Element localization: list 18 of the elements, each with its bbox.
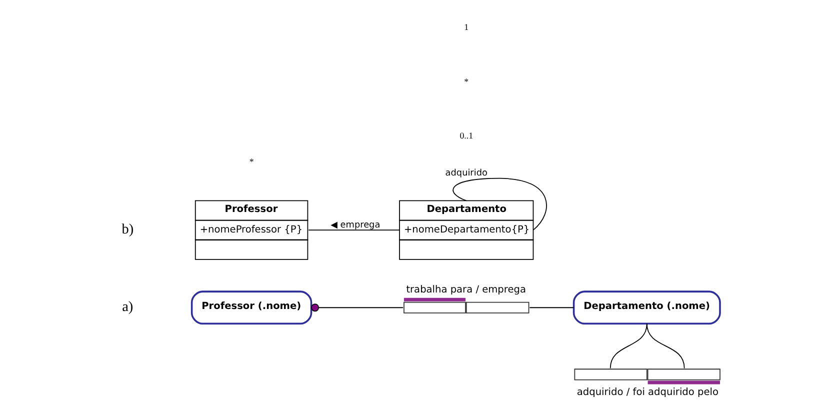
label: a) — [122, 299, 134, 316]
connector — [452, 178, 547, 231]
node-box: Professor (.nome) — [190, 290, 312, 325]
connector — [311, 304, 404, 312]
node-label: adquirido / foi adquirido pelo — [576, 386, 718, 398]
node-box: Departamento (.nome) — [572, 290, 721, 325]
label: 1 — [464, 22, 469, 32]
edge-label: ◀ emprega — [330, 220, 380, 230]
node-label: trabalha para / emprega — [406, 284, 526, 296]
label: b) — [122, 221, 134, 238]
label: * — [464, 76, 469, 86]
label: * — [249, 156, 254, 167]
connector — [610, 323, 648, 369]
connector — [529, 307, 574, 308]
connector — [646, 323, 685, 369]
edge-label: adquirido — [445, 168, 488, 179]
label: 0..1 — [460, 130, 474, 141]
connector — [308, 230, 400, 231]
